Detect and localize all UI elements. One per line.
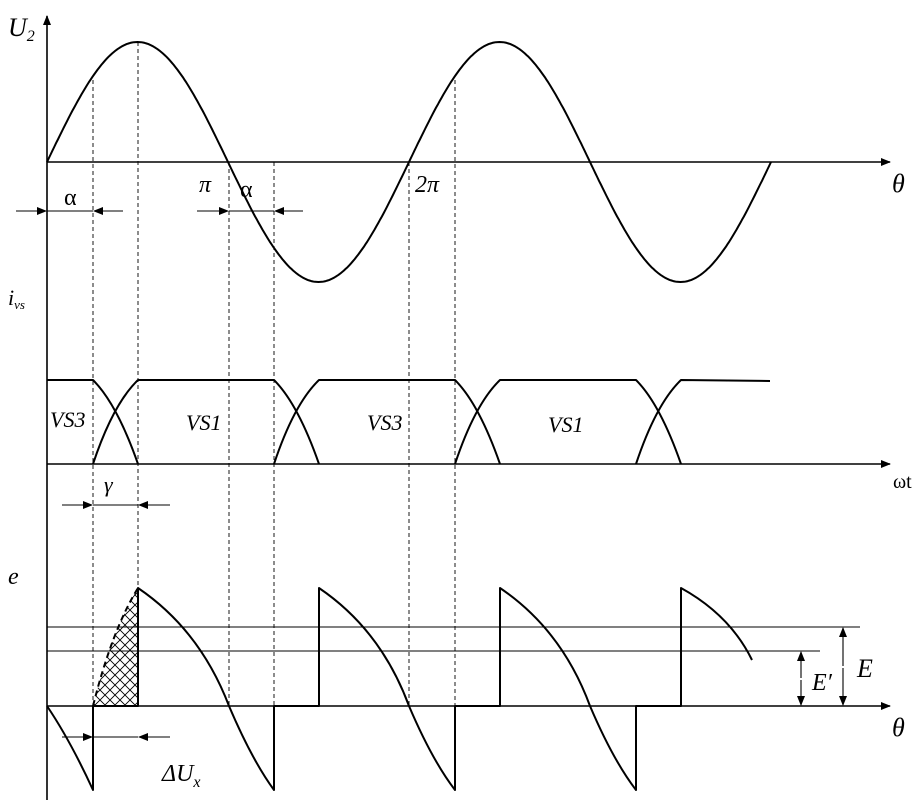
ivs-current-vs3-vs1-trace xyxy=(47,379,139,465)
delta-ux-label: ΔUx xyxy=(161,761,201,791)
omega-t-label: ωt xyxy=(893,471,912,493)
commutation-area-hatch xyxy=(93,588,138,706)
theta-label-bottom: θ xyxy=(892,713,905,742)
vs1-label-1: VS1 xyxy=(186,410,221,435)
e-label: e xyxy=(8,564,19,590)
ivs-current-trace-2 xyxy=(92,379,320,465)
dashed-guide-lines xyxy=(92,42,456,706)
two-pi-label: 2π xyxy=(415,172,440,198)
ivs-current-trace-4 xyxy=(454,379,682,465)
ivs-current-trace-3 xyxy=(273,379,501,465)
ideal-voltage-dashed xyxy=(92,587,139,707)
vs3-label-2: VS3 xyxy=(367,410,402,435)
vs1-label-2: VS1 xyxy=(548,412,583,437)
alpha-label-right: α xyxy=(240,177,253,203)
E-label: E xyxy=(856,654,873,683)
ivs-label: ivs xyxy=(8,285,25,312)
ivs-current-trace-5 xyxy=(635,379,771,465)
E-prime-label: E′ xyxy=(811,670,833,696)
theta-label-top: θ xyxy=(892,169,905,198)
u2-label: U2 xyxy=(8,13,35,45)
gamma-label: γ xyxy=(104,472,114,497)
vs3-label-1: VS3 xyxy=(50,407,85,432)
alpha-label-left: α xyxy=(64,185,77,211)
pi-label: π xyxy=(199,172,212,198)
e-output-voltage-wave xyxy=(46,587,753,791)
